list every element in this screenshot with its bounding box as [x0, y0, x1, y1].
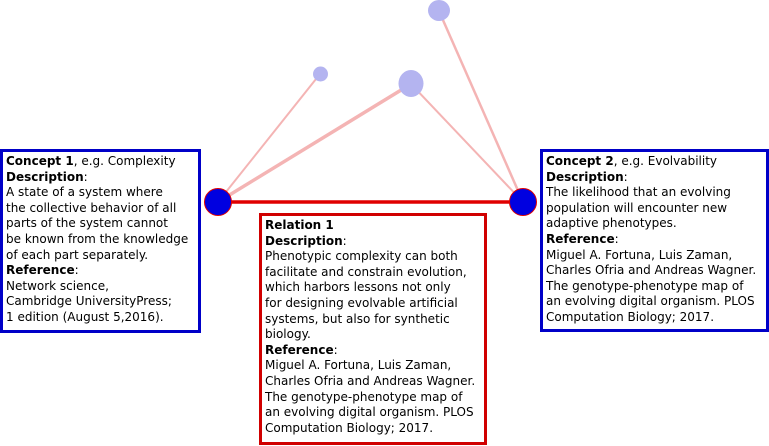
relation1-description-line: for designing evolvable artificial [265, 295, 458, 310]
relation1-description-line: facilitate and constrain evolution, [265, 264, 467, 279]
concept1-node[interactable] [204, 188, 232, 216]
ghost-node-small [313, 66, 328, 82]
concept1-reference-heading: Reference: [6, 263, 79, 278]
relation1-box: Relation 1 Description: Phenotypic compl… [259, 213, 487, 445]
ghost-edge-medium-node-to-concept2 [410, 83, 524, 203]
concept1-description-line: of each part separately. [6, 247, 149, 262]
concept1-reference-line: Cambridge UniversityPress; [6, 294, 172, 309]
ghost-node-medium [398, 70, 424, 97]
ghost-edge-concept1-to-medium-node [217, 82, 412, 204]
relation1-reference-line: Charles Ofria and Andreas Wagner. [265, 373, 476, 388]
relation1-title: Relation 1 [265, 218, 334, 232]
concept1-description-line: be known from the knowledge [6, 231, 189, 246]
relation1-description-heading: Description: [265, 233, 347, 248]
relation1-description-line: biology. [265, 327, 311, 342]
concept2-node[interactable] [509, 188, 537, 216]
concept1-description-line: A state of a system where [6, 185, 163, 200]
concept1-box: Concept 1, e.g. Complexity Description: … [0, 149, 201, 333]
relation1-reference-line: an evolving digital organism. PLOS [265, 405, 474, 420]
concept2-description-line: adaptive phenotypes. [546, 216, 677, 231]
concept1-title: Concept 1, e.g. Complexity [6, 154, 176, 168]
concept2-reference-line: Miguel A. Fortuna, Luis Zaman, [546, 247, 733, 262]
concept2-reference-line: The genotype-phenotype map of [546, 278, 744, 293]
concept2-description-heading: Description: [546, 169, 628, 184]
concept1-description-line: the collective behavior of all [6, 200, 177, 215]
relation1-reference-line: Miguel A. Fortuna, Luis Zaman, [265, 358, 452, 373]
relation1-reference-line: The genotype-phenotype map of [265, 389, 463, 404]
concept2-box: Concept 2, e.g. Evolvability Description… [540, 149, 769, 332]
relation1-description-line: Phenotypic complexity can both [265, 249, 458, 264]
concept2-reference-heading: Reference: [546, 231, 619, 246]
concept2-reference-line: Charles Ofria and Andreas Wagner. [546, 263, 757, 278]
concept1-description-line: parts of the system cannot [6, 216, 168, 231]
ghost-edge-concept1-to-small-node [217, 73, 321, 203]
ghost-edge-top-node-to-concept2 [437, 10, 525, 203]
relation1-reference-heading: Reference: [265, 342, 338, 357]
ghost-node-top [428, 0, 450, 21]
concept2-description-line: population will encounter new [546, 200, 728, 215]
relation1-reference-line: Computation Biology; 2017. [265, 420, 434, 435]
relation1-description-line: systems, but also for synthetic [265, 311, 450, 326]
concept1-reference-line: 1 edition (August 5,2016). [6, 309, 164, 324]
concept2-description-line: The likelihood that an evolving [546, 185, 731, 200]
concept2-reference-line: Computation Biology; 2017. [546, 309, 715, 324]
concept1-reference-line: Network science, [6, 278, 109, 293]
concept1-description-heading: Description: [6, 169, 88, 184]
concept2-reference-line: an evolving digital organism. PLOS [546, 294, 755, 309]
concept2-title: Concept 2, e.g. Evolvability [546, 154, 718, 168]
relation1-description-line: which harbors lessons not only [265, 280, 451, 295]
